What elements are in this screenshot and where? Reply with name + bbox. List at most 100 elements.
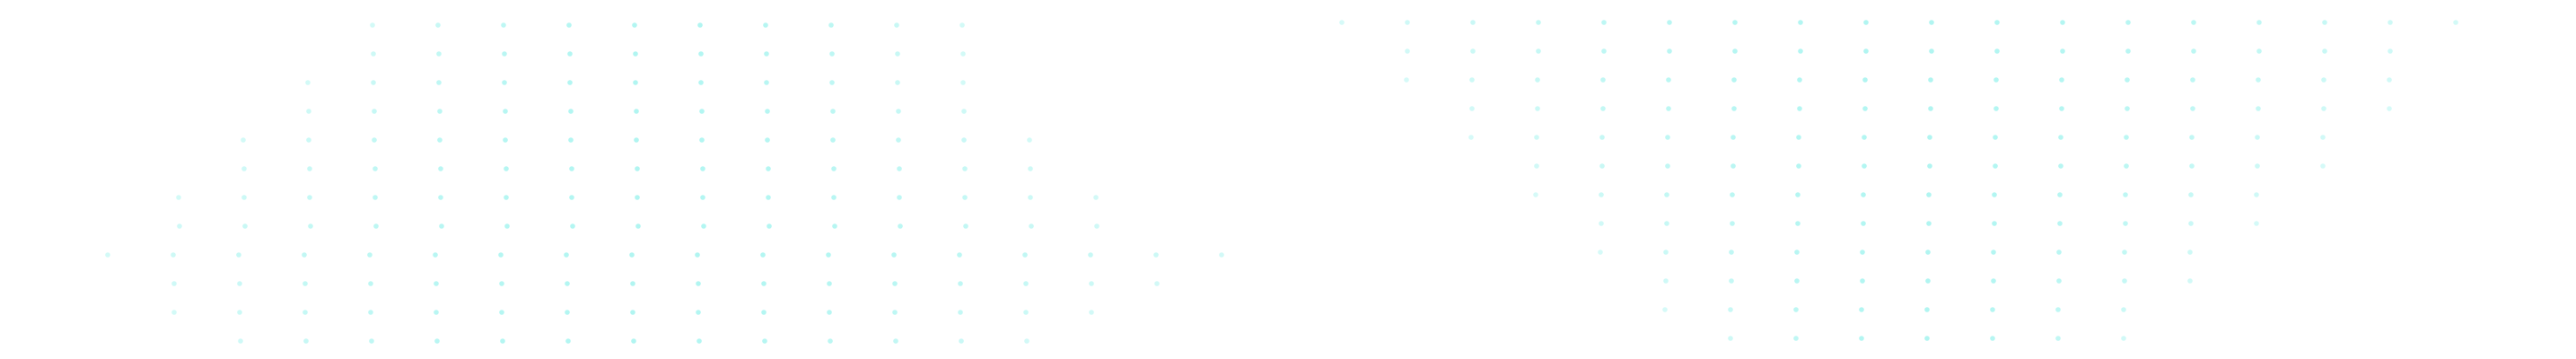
pattern-dot (1663, 278, 1669, 284)
pattern-dot (241, 137, 246, 143)
pattern-dot (2320, 135, 2326, 140)
pattern-dot (961, 109, 967, 114)
pattern-dot (633, 51, 638, 57)
pattern-dot (372, 166, 378, 171)
pattern-dot (1664, 192, 1669, 197)
pattern-dot (2322, 20, 2327, 25)
pattern-dot (2058, 163, 2063, 169)
pattern-dot (696, 281, 701, 286)
pattern-dot (1339, 20, 1345, 25)
pattern-dot (826, 252, 831, 258)
pattern-dot (959, 22, 965, 28)
pattern-dot (1861, 221, 1866, 226)
pattern-dot (1731, 77, 1737, 83)
pattern-dot (436, 80, 442, 85)
pattern-dot (2057, 221, 2063, 226)
pattern-dot (897, 195, 902, 200)
pattern-dot (764, 80, 769, 85)
pattern-dot (241, 166, 247, 171)
pattern-dot (237, 281, 242, 286)
pattern-dot (307, 195, 312, 200)
pattern-dot (504, 166, 509, 171)
pattern-dot (2058, 135, 2063, 140)
pattern-dot (565, 338, 571, 344)
pattern-dot (1405, 20, 1410, 25)
pattern-dot (766, 166, 771, 171)
pattern-dot (897, 166, 902, 171)
pattern-dot (698, 51, 704, 57)
pattern-dot (1993, 135, 1998, 140)
pattern-dot (439, 223, 444, 229)
pattern-dot (1798, 20, 1803, 25)
pattern-dot (499, 281, 504, 286)
pattern-dot (1731, 106, 1737, 111)
pattern-dot (1862, 163, 1867, 169)
pattern-dot (2056, 250, 2062, 255)
pattern-dot (2188, 221, 2194, 226)
pattern-dot (1533, 192, 1538, 197)
pattern-dot (1929, 20, 1934, 25)
pattern-dot (2191, 20, 2196, 25)
pattern-dot (171, 252, 176, 258)
pattern-dot (699, 109, 705, 114)
pattern-dot (372, 137, 377, 143)
pattern-dot (1536, 20, 1541, 25)
pattern-dot (568, 137, 574, 143)
pattern-dot (1797, 106, 1802, 111)
pattern-dot (1534, 135, 1539, 140)
pattern-dot (437, 137, 442, 143)
pattern-dot (436, 51, 442, 57)
pattern-dot (2387, 77, 2392, 83)
pattern-dot (892, 281, 898, 286)
pattern-dot (1024, 338, 1030, 344)
pattern-dot (1664, 221, 1669, 226)
pattern-dot (894, 22, 899, 28)
pattern-dot (831, 166, 837, 171)
pattern-dot (1795, 192, 1801, 197)
pattern-dot (2320, 163, 2326, 169)
pattern-dot (1795, 221, 1801, 226)
pattern-dot (1666, 106, 1671, 111)
pattern-dot (500, 338, 505, 344)
pattern-dot (1929, 48, 1934, 54)
pattern-dot (630, 310, 635, 315)
pattern-dot (503, 137, 508, 143)
pattern-dot (2125, 106, 2130, 111)
pattern-dot (765, 109, 770, 114)
pattern-dot (504, 195, 509, 200)
pattern-dot (566, 22, 572, 28)
pattern-dot (1153, 252, 1159, 258)
pattern-dot (1729, 278, 1734, 284)
pattern-dot (2254, 192, 2259, 197)
pattern-dot (634, 137, 639, 143)
pattern-dot (2122, 250, 2127, 255)
pattern-dot (501, 22, 506, 28)
pattern-dot (2388, 20, 2393, 25)
pattern-dot (1470, 20, 1476, 25)
pattern-dot (1601, 20, 1607, 25)
pattern-dot (635, 195, 640, 200)
pattern-dot (2125, 20, 2131, 25)
pattern-dot (1093, 195, 1099, 200)
pattern-dot (1028, 195, 1033, 200)
pattern-dot (567, 80, 573, 85)
pattern-dot (371, 51, 376, 57)
pattern-dot (1991, 250, 1996, 255)
pattern-dot (2321, 77, 2326, 83)
pattern-dot (1730, 163, 1736, 169)
pattern-dot (2255, 135, 2260, 140)
pattern-dot (832, 223, 837, 229)
pattern-dot (1730, 192, 1735, 197)
pattern-dot (632, 22, 637, 28)
pattern-dot (1663, 250, 1669, 255)
pattern-dot (1993, 77, 1999, 83)
pattern-dot (960, 51, 966, 57)
pattern-dot (2322, 48, 2327, 54)
pattern-dot (2256, 48, 2262, 54)
pattern-dot (302, 252, 307, 258)
pattern-dot (565, 310, 570, 315)
pattern-dot (630, 281, 635, 286)
pattern-dot (2189, 135, 2195, 140)
pattern-dot (1862, 106, 1868, 111)
